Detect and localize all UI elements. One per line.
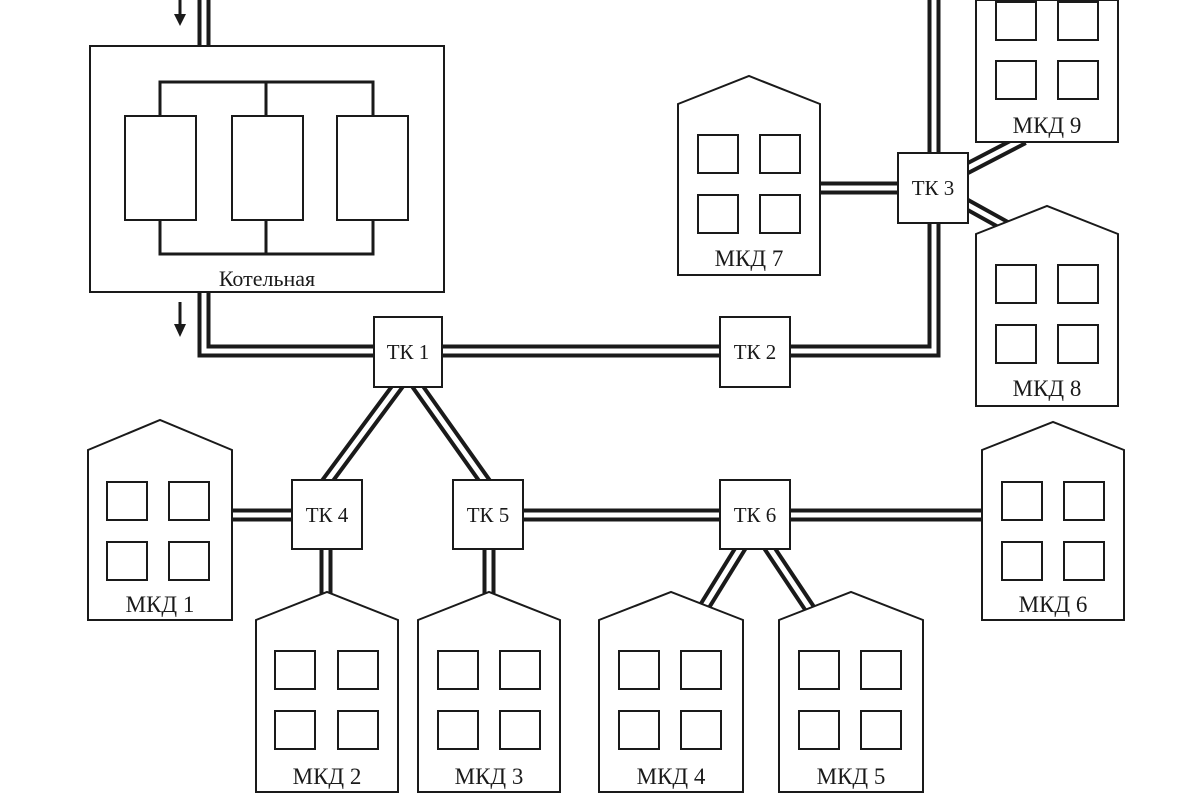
- building-label: МКД 5: [817, 764, 886, 789]
- building-mkd4: МКД 4: [598, 590, 744, 793]
- chamber-tk2: ТК 2: [719, 316, 791, 388]
- building-mkd3: МКД 3: [417, 590, 561, 793]
- building-mkd8: МКД 8: [975, 204, 1119, 407]
- building-label: МКД 2: [293, 764, 362, 789]
- building-label: МКД 8: [1013, 376, 1082, 401]
- arrow-down-icon: [174, 0, 186, 26]
- building-mkd7: МКД 7: [677, 74, 821, 276]
- boiler-house: Котельная: [89, 45, 445, 293]
- chamber-tk3: ТК 3: [897, 152, 969, 224]
- chamber-label: ТК 6: [734, 503, 777, 527]
- building-label: МКД 9: [1013, 113, 1082, 138]
- chamber-label: ТК 5: [467, 503, 510, 527]
- building-label: МКД 7: [715, 246, 784, 271]
- arrow-down-icon: [174, 302, 186, 337]
- chamber-tk6: ТК 6: [719, 479, 791, 550]
- building-label: МКД 3: [455, 764, 524, 789]
- building-label: МКД 1: [126, 592, 195, 617]
- chamber-label: ТК 4: [306, 503, 349, 527]
- chamber-label: ТК 2: [734, 340, 777, 364]
- boiler-unit: [336, 115, 409, 221]
- chamber-tk4: ТК 4: [291, 479, 363, 550]
- chamber-label: ТК 3: [912, 176, 955, 200]
- building-label: МКД 4: [637, 764, 706, 789]
- boiler-label: Котельная: [219, 266, 315, 291]
- boiler-unit: [124, 115, 197, 221]
- flow-arrows: [174, 0, 186, 337]
- building-mkd5: МКД 5: [778, 590, 924, 793]
- building-mkd6: МКД 6: [981, 420, 1125, 621]
- building-mkd1: МКД 1: [87, 418, 233, 621]
- chamber-tk1: ТК 1: [373, 316, 443, 388]
- chamber-tk5: ТК 5: [452, 479, 524, 550]
- building-label: МКД 6: [1019, 592, 1088, 617]
- building-mkd2: МКД 2: [255, 590, 399, 793]
- boiler-unit: [231, 115, 304, 221]
- pipes: [197, 0, 1027, 616]
- building-mkd9: МКД 9: [975, 0, 1119, 143]
- chamber-label: ТК 1: [387, 340, 430, 364]
